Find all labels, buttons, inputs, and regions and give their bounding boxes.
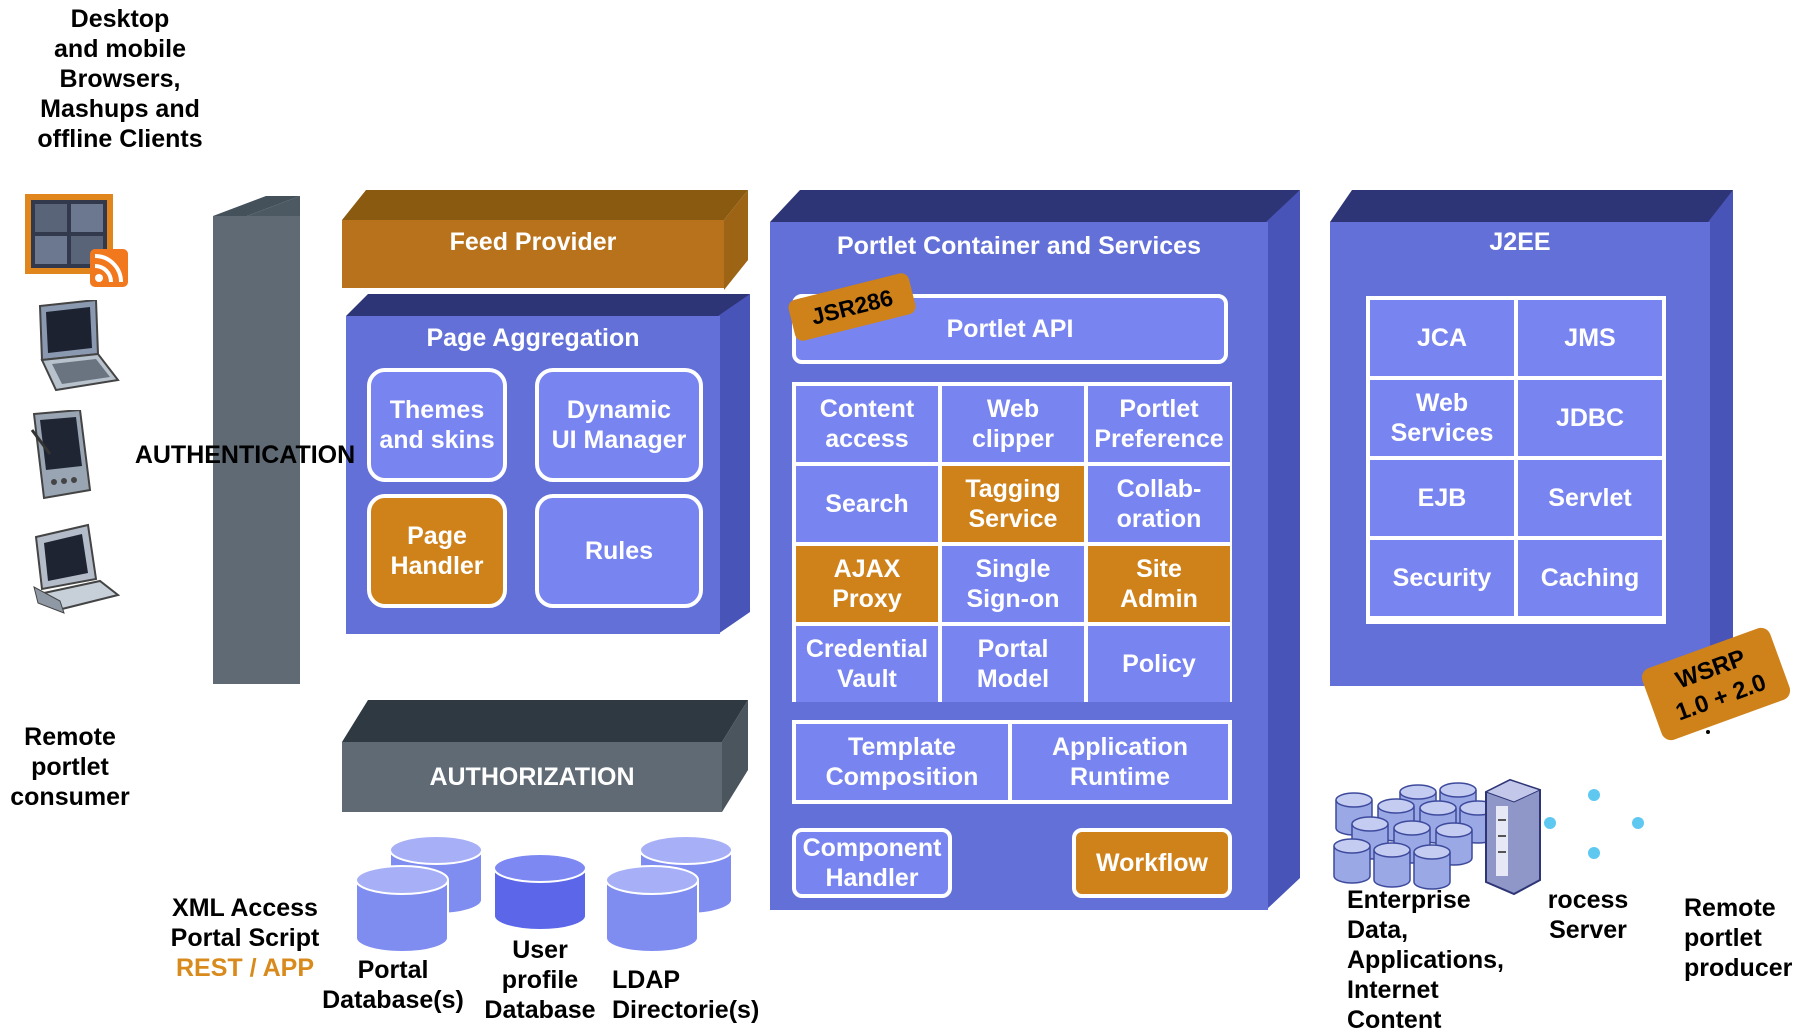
- component-handler[interactable]: Component Handler: [792, 828, 952, 898]
- j2ee-cell[interactable]: Caching: [1518, 540, 1662, 616]
- workflow[interactable]: Workflow: [1072, 828, 1232, 898]
- clients-title: Desktop and mobile Browsers, Mashups and…: [37, 5, 203, 153]
- authentication-label: AUTHENTICATION: [134, 441, 356, 469]
- dynamic-ui-manager[interactable]: Dynamic UI Manager: [535, 368, 703, 482]
- enterprise-data-label: Enterprise Data, Applications, Internet …: [1347, 886, 1504, 1034]
- wsrp-badge: WSRP 1.0 + 2.0: [1639, 625, 1793, 743]
- j2ee-cell[interactable]: Servlet: [1518, 460, 1662, 536]
- template-composition[interactable]: Template Composition: [796, 724, 1008, 800]
- service-cell[interactable]: Web clipper: [942, 386, 1084, 462]
- mashup-rss-icon: [24, 193, 130, 289]
- service-cell[interactable]: Single Sign-on: [942, 546, 1084, 622]
- page-aggregation-title: Page Aggregation: [426, 324, 640, 352]
- j2ee-cell[interactable]: JCA: [1370, 300, 1514, 376]
- enterprise-data-icon: [1333, 782, 1497, 890]
- service-cell[interactable]: Policy: [1088, 626, 1230, 702]
- j2ee-cell[interactable]: Security: [1370, 540, 1514, 616]
- authorization[interactable]: AUTHORIZATION: [429, 763, 635, 791]
- j2ee-cell[interactable]: Web Services: [1370, 380, 1514, 456]
- feed-provider[interactable]: Feed Provider: [449, 228, 617, 256]
- ldap-directory-label: LDAP Directorie(s): [612, 966, 760, 1024]
- service-cell[interactable]: Search: [796, 466, 938, 542]
- j2ee-title: J2EE: [1489, 228, 1551, 256]
- j2ee-cell[interactable]: JMS: [1518, 300, 1662, 376]
- service-cell[interactable]: Content access: [796, 386, 938, 462]
- desktop-computer-icon: [30, 523, 122, 615]
- server-icon: [1484, 778, 1542, 896]
- ldap-directory-icon: [605, 835, 733, 953]
- service-cell[interactable]: Site Admin: [1088, 546, 1230, 622]
- rules[interactable]: Rules: [535, 494, 703, 608]
- application-runtime[interactable]: Application Runtime: [1012, 724, 1228, 800]
- page-handler[interactable]: Page Handler: [367, 494, 507, 608]
- process-server-nodes-icon: [1544, 789, 1644, 859]
- pda-icon: [28, 410, 96, 500]
- service-cell[interactable]: Portlet Preference: [1088, 386, 1230, 462]
- themes-and-skins[interactable]: Themes and skins: [367, 368, 507, 482]
- service-cell[interactable]: Credential Vault: [796, 626, 938, 702]
- remote-producer-label: Remote portlet producer: [1684, 894, 1793, 982]
- portal-database-icon: [355, 835, 483, 953]
- service-cell[interactable]: AJAX Proxy: [796, 546, 938, 622]
- portal-database-label: Portal Database(s): [322, 956, 464, 1014]
- laptop-icon: [26, 300, 120, 392]
- j2ee-cell[interactable]: JDBC: [1518, 380, 1662, 456]
- portlet-container-title: Portlet Container and Services: [836, 232, 1201, 260]
- xml-access-label: XML Access Portal Script: [170, 894, 320, 952]
- service-cell[interactable]: Portal Model: [942, 626, 1084, 702]
- service-cell[interactable]: Collab- oration: [1088, 466, 1230, 542]
- user-profile-database-icon: [493, 853, 587, 931]
- portlet-api[interactable]: Portlet API: [792, 294, 1228, 364]
- rest-app-label: REST / APP: [176, 954, 314, 982]
- process-server-label: rocess Server: [1547, 886, 1629, 944]
- remote-consumer-label: Remote portlet consumer: [10, 723, 130, 811]
- user-profile-database-label: User profile Database: [484, 936, 596, 1024]
- j2ee-cell[interactable]: EJB: [1370, 460, 1514, 536]
- service-cell[interactable]: Tagging Service: [942, 466, 1084, 542]
